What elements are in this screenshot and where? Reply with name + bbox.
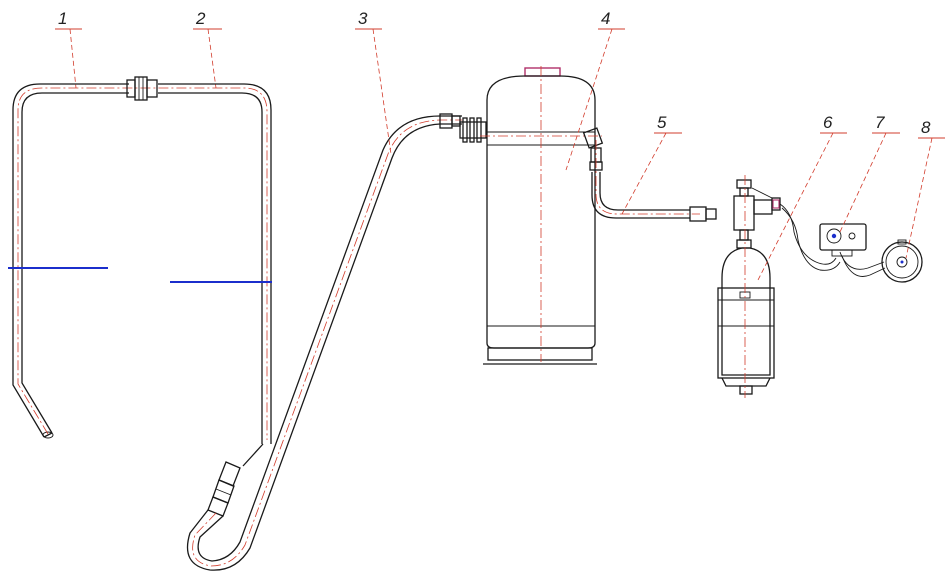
hose-lower-fitting [207,461,241,517]
callout-label-1: 1 [58,9,67,28]
callout-7: 7 [839,113,900,233]
callouts: 1 2 3 4 5 6 [55,9,945,281]
control-unit [819,223,867,257]
callout-4: 4 [565,9,625,171]
valve-and-bottle [717,175,781,398]
pipe-coupling [126,76,158,101]
hose-upper-fitting [439,113,487,143]
pressure-vessel [480,66,602,365]
callout-label-2: 2 [195,9,206,28]
callout-5: 5 [621,113,682,215]
callout-label-8: 8 [921,118,931,137]
callout-1: 1 [55,9,82,89]
callout-label-4: 4 [601,9,610,28]
callout-8: 8 [905,118,945,259]
short-hose [582,127,717,222]
callout-label-7: 7 [875,113,885,132]
callout-3: 3 [355,9,392,155]
vessel-cap [524,67,561,77]
callout-label-6: 6 [823,113,833,132]
callout-2: 2 [193,9,222,89]
gauge [881,239,923,283]
callout-6: 6 [757,113,847,281]
callout-label-3: 3 [358,9,368,28]
long-hose [186,113,487,571]
callout-label-5: 5 [657,113,667,132]
pipe-frame [8,76,272,444]
